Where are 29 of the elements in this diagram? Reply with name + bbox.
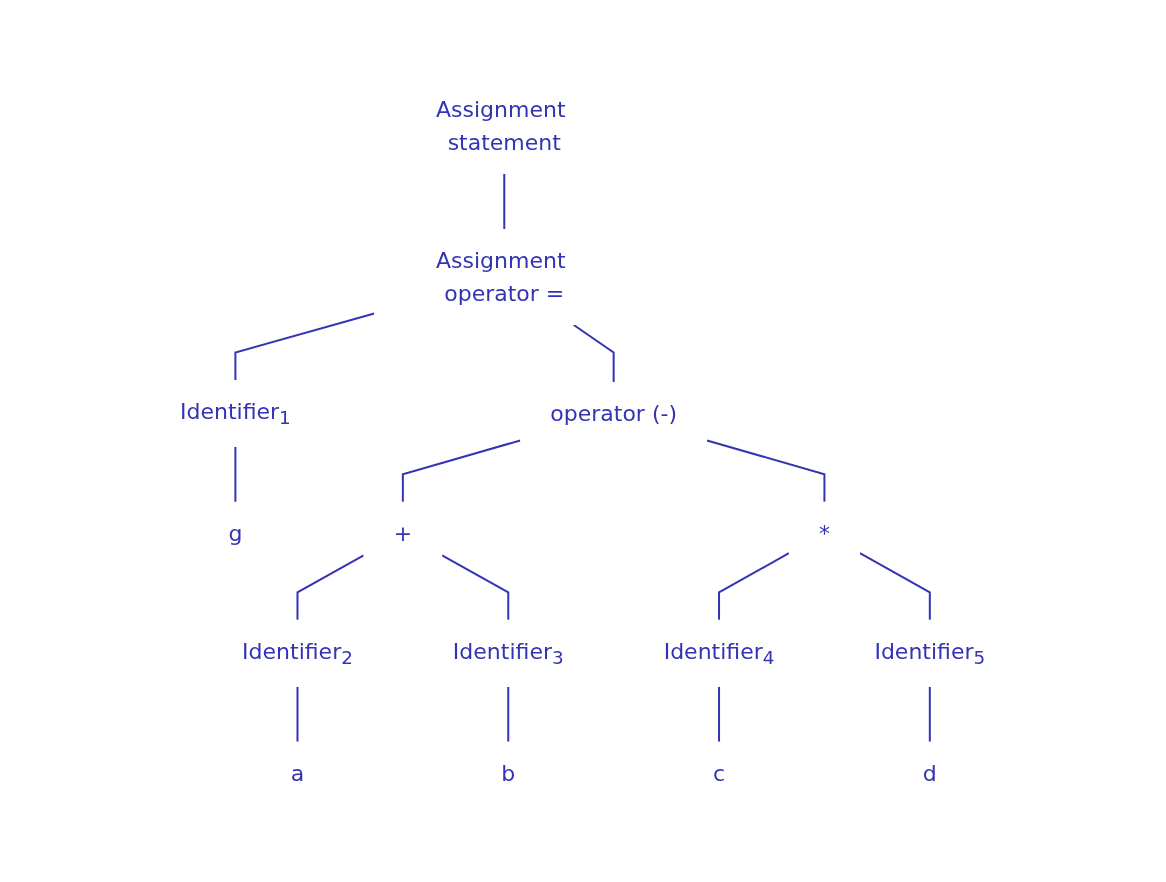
connector: [402, 439, 522, 503]
node-text: Assignment operator =: [436, 247, 566, 306]
connector: [718, 685, 721, 743]
node-text: a: [291, 760, 305, 786]
node-text: d: [923, 760, 938, 786]
node-text: Identifier$_{3}$: [453, 638, 565, 668]
connector: [859, 551, 932, 621]
node-text: +: [394, 520, 413, 546]
connector: [296, 685, 299, 743]
connector: [507, 685, 510, 743]
node-text: b: [501, 760, 516, 786]
connector: [503, 172, 506, 230]
node-text: c: [713, 760, 726, 786]
node-text: *: [819, 520, 831, 546]
connector: [296, 553, 366, 621]
connector: [573, 323, 616, 383]
connector: [234, 445, 237, 503]
node-text: Identifier$_{2}$: [242, 638, 354, 668]
node-text: g: [228, 520, 243, 546]
node-text: Identifier$_{5}$: [874, 638, 986, 668]
node-text: Assignment statement: [436, 96, 566, 155]
connector: [929, 685, 932, 743]
connector: [441, 553, 510, 621]
node-text: Identifier$_{1}$: [180, 398, 292, 429]
connector: [718, 551, 791, 621]
connector: [234, 312, 376, 381]
node-text: Identifier$_{4}$: [664, 638, 775, 668]
connector: [706, 439, 826, 503]
node-text: operator (-): [550, 400, 678, 426]
